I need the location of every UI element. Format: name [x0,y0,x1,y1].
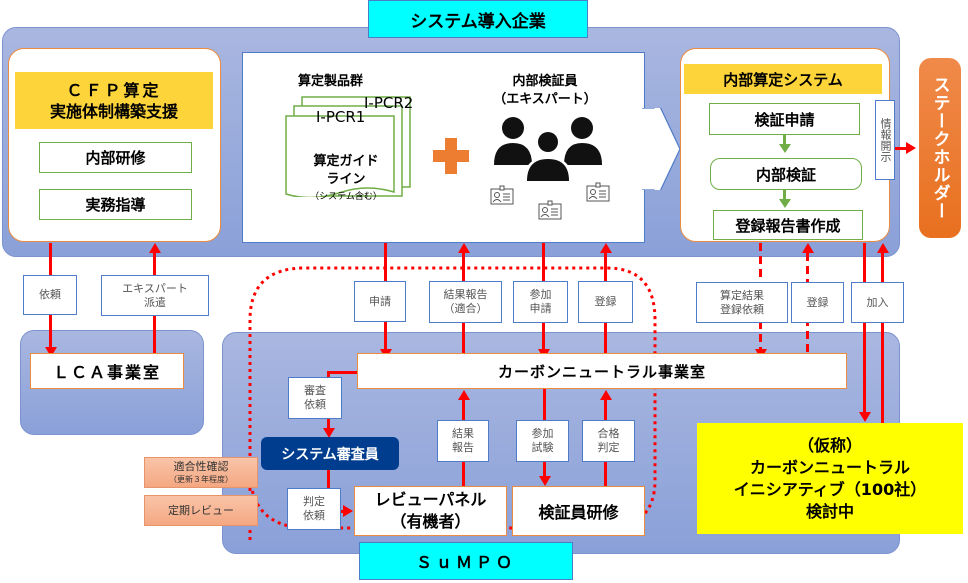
initiative-line1: （仮称） [797,435,862,455]
conformity-check-note: 適合性確認 （更新３年程度） [144,457,258,488]
apply-label: 申請 [354,281,406,322]
verifier-training-box: 検証員研修 [512,486,645,536]
result-report-arrowhead [458,243,470,253]
initiative-line4: 検討中 [805,501,854,521]
report-create-step: 登録報告書作成 [713,210,863,240]
review-panel-line2: （有機者） [390,512,471,531]
disclosure-arrowhead [906,142,916,154]
verify-apply-step: 検証申請 [709,103,860,135]
doc-label-ipcr1: I-PCR1 [316,108,366,126]
document-stack-icon [285,96,411,197]
join-exam-label: 参加 試験 [516,420,569,462]
id-badge-icon [490,185,514,205]
judge-request-label: 判定 依頼 [287,488,341,530]
products-heading: 算定製品群 [298,74,364,89]
register2-arrowhead [802,243,814,253]
people-group-icon [494,117,602,181]
join-return-arrowhead [877,243,889,253]
review-request-label: 審査 依頼 [288,377,342,419]
expert-dispatch-label: エキスパート 派遣 [101,275,209,316]
request-arrowhead [45,347,57,357]
calc-result-request-label: 算定結果 登録依頼 [696,282,788,323]
doc-label-ipcr2: I-PCR2 [364,94,414,112]
doc-main-line1: 算定ガイド [313,154,379,169]
initiative-line2: カーボンニュートラル [749,457,910,477]
conformity-line1: 適合性確認 [173,459,229,473]
id-badge-icon [586,182,610,202]
disclosure-arrow [895,147,907,150]
review-request-arrowhead [323,428,335,438]
plus-icon [433,138,469,174]
initiative-line3: イニシアティブ（100社） [733,479,927,499]
system-reviewer-box: システム審査員 [261,437,399,470]
verifier-title-line2: （エキスパート） [493,92,597,107]
judge-request-arrowhead [343,505,353,517]
result-report2-label: 結果 報告 [437,420,489,462]
register-label: 登録 [578,281,633,323]
id-badge-icon [538,200,562,220]
join-arrowhead [859,412,871,422]
internal-verify-step: 内部検証 [710,158,862,190]
review-request-line [327,371,357,374]
green-arrow [783,135,786,145]
internal-system-header: 内部算定システム [684,64,882,94]
request-label: 依頼 [23,275,77,315]
join-arrow [863,243,866,413]
company-title: システム導入企業 [368,0,588,38]
cfp-header-line2: 実施体制構築支援 [49,101,178,121]
green-arrowhead [779,144,791,153]
review-panel-line1: レビューパネル [374,490,487,509]
sumpo-label: ＳｕＭＰＯ [359,542,573,580]
practical-guidance-box: 実務指導 [39,189,192,220]
cn-office-box: カーボンニュートラル事業室 [357,353,847,389]
join-label: 加入 [851,282,904,323]
doc-sub: （システム含む） [310,192,382,202]
green-arrowhead [779,199,791,208]
join-exam-arrowhead [539,476,551,486]
green-arrow [783,190,786,200]
result-report-label: 結果報告 （適合） [429,281,502,323]
info-disclosure-label: 情報開示 [875,100,895,180]
join-return-arrow [881,253,884,425]
cfp-support-header: ＣＦＰ算定 実施体制構築支援 [15,72,213,129]
cfp-header-line1: ＣＦＰ算定 [66,80,162,100]
internal-training-box: 内部研修 [39,142,192,173]
conformity-line2: （更新３年程度） [169,474,233,484]
doc-main-line2: ライン [326,172,366,187]
dispatch-arrowhead [149,243,161,253]
lca-office-box: ＬＣＡ事業室 [30,353,184,389]
verifier-title-line1: 内部検証員 [512,74,578,89]
join-apply-label: 参加 申請 [513,281,568,323]
flow-arrow-icon [642,108,681,190]
result-report2-arrowhead [458,390,470,400]
initiative-box: （仮称） カーボンニュートラル イニシアティブ（100社） 検討中 [697,423,963,534]
review-panel-box: レビューパネル （有機者） [354,486,507,536]
pass-judge-label: 合格 判定 [582,420,635,462]
register-arrowhead [600,243,612,253]
pass-judge-arrowhead [600,390,612,400]
stakeholder-box: ステークホルダー [919,58,961,238]
periodic-review-note: 定期レビュー [144,495,258,526]
register2-label: 登録 [791,282,844,323]
